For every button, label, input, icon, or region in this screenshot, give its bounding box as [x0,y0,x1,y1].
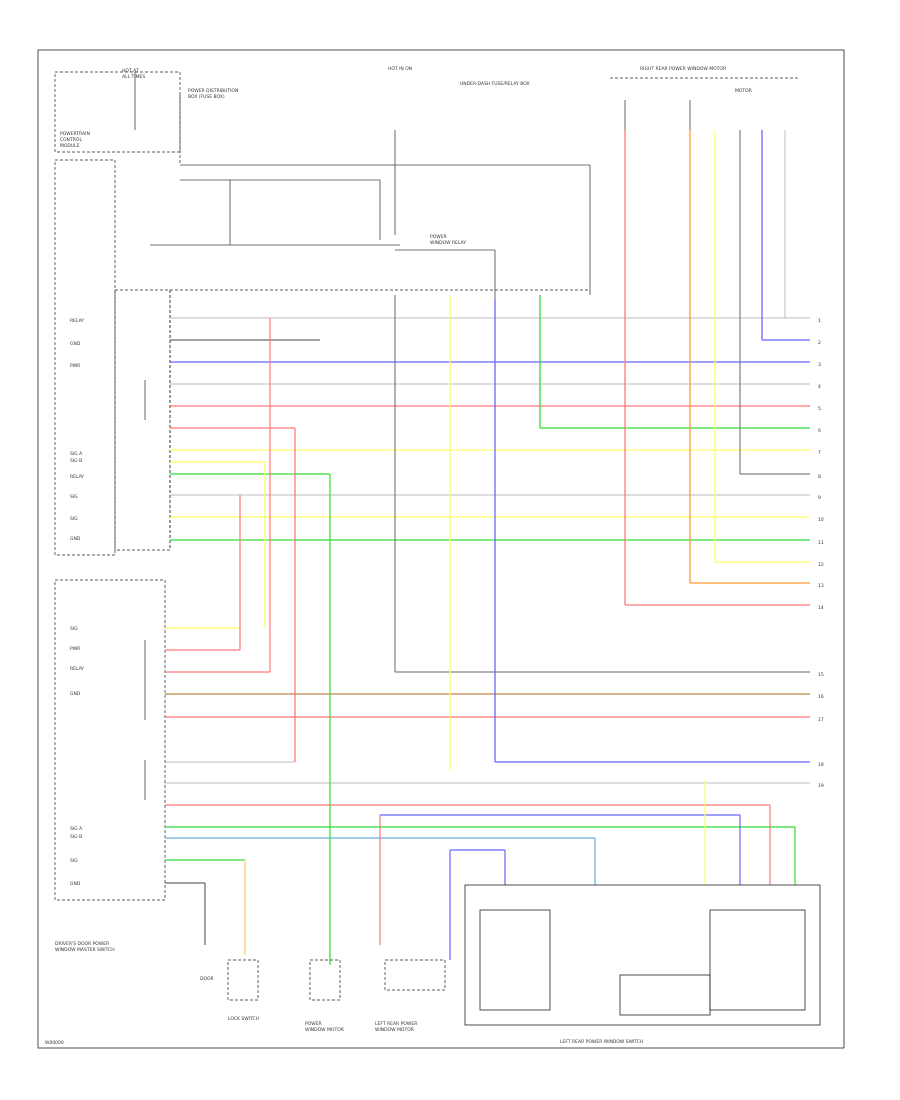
svg-text:19: 19 [818,783,824,789]
svg-text:GND: GND [70,691,81,697]
svg-text:RELAY: RELAY [70,318,84,324]
svg-text:ALL TIMES: ALL TIMES [122,74,145,80]
svg-text:11: 11 [818,540,824,546]
svg-text:3: 3 [818,362,821,368]
svg-text:SIG A: SIG A [70,826,83,832]
svg-text:DOOR: DOOR [200,976,214,982]
svg-text:DRIVER'S DOOR POWER: DRIVER'S DOOR POWER [55,941,109,947]
svg-text:LEFT REAR POWER: LEFT REAR POWER [375,1021,417,1027]
top-right-motor: RIGHT REAR POWER WINDOW MOTOR MOTOR [610,66,800,130]
svg-text:POWERTRAIN: POWERTRAIN [60,131,90,137]
svg-text:CONTROL: CONTROL [60,137,82,143]
svg-text:10: 10 [818,517,824,523]
svg-text:SIG B: SIG B [70,458,82,464]
svg-text:13: 13 [818,583,824,589]
lower-left-module: SIG PWR RELAY GND SIG A SIG B SIG GND DR… [54,579,166,953]
svg-text:PWR: PWR [70,646,80,652]
svg-text:UNDER-DASH FUSE/RELAY BOX: UNDER-DASH FUSE/RELAY BOX [460,81,530,87]
svg-text:GND: GND [70,536,81,542]
svg-text:15: 15 [818,672,824,678]
svg-text:LEFT REAR POWER WINDOW SWITCH: LEFT REAR POWER WINDOW SWITCH [560,1039,643,1045]
svg-text:HOT IN ON: HOT IN ON [388,66,412,72]
svg-text:HOT AT: HOT AT [122,68,139,74]
svg-text:LOCK SWITCH: LOCK SWITCH [228,1016,259,1022]
wire-bundle [165,317,810,884]
svg-text:5: 5 [818,406,821,412]
svg-text:SIG A: SIG A [70,451,83,457]
svg-text:MOTOR: MOTOR [735,88,752,94]
vertical-wires [204,130,810,965]
svg-text:17: 17 [818,717,824,723]
connector-numbers: 1 2 3 4 5 6 7 8 9 10 11 12 13 14 15 16 1… [818,318,824,789]
svg-text:SIG B: SIG B [70,834,82,840]
svg-text:1: 1 [818,318,821,324]
svg-text:14: 14 [818,605,824,611]
svg-text:GND: GND [70,341,81,347]
master-switch-module: RELAY GND PWR SIG A SIG B RELAY SIG SIG … [70,289,590,551]
svg-text:WINDOW RELAY: WINDOW RELAY [430,240,466,246]
svg-text:SIG: SIG [70,858,78,864]
svg-text:WINDOW MOTOR: WINDOW MOTOR [375,1027,414,1033]
svg-text:SIG: SIG [70,516,78,522]
svg-text:SIG: SIG [70,626,78,632]
svg-text:POWER: POWER [305,1021,322,1027]
footer-code: W00000 [45,1040,64,1046]
svg-text:18: 18 [818,762,824,768]
svg-text:RELAY: RELAY [70,666,84,672]
svg-text:POWER DISTRIBUTION: POWER DISTRIBUTION [188,88,238,94]
diagram-frame [37,49,845,1049]
svg-text:8: 8 [818,474,821,480]
svg-text:GND: GND [70,881,81,887]
bottom-components: DOOR LOCK SWITCH POWER WINDOW MOTOR LEFT… [200,884,821,1045]
svg-text:PWR: PWR [70,363,80,369]
svg-text:WINDOW MOTOR: WINDOW MOTOR [305,1027,344,1033]
svg-text:BOX (FUSE BOX): BOX (FUSE BOX) [188,94,225,100]
svg-text:7: 7 [818,450,821,456]
svg-text:RELAY: RELAY [70,474,84,480]
svg-text:SIG: SIG [70,494,78,500]
svg-text:9: 9 [818,495,821,501]
svg-text:12: 12 [818,562,824,568]
svg-text:MODULE: MODULE [60,143,80,149]
svg-text:4: 4 [818,384,821,390]
svg-text:6: 6 [818,428,821,434]
top-left-fuse-block: HOT AT ALL TIMES POWERTRAIN CONTROL MODU… [54,66,591,556]
svg-text:16: 16 [818,694,824,700]
svg-text:WINDOW MASTER SWITCH: WINDOW MASTER SWITCH [55,947,115,953]
svg-text:POWER: POWER [430,234,447,240]
svg-text:RIGHT REAR POWER WINDOW MOTOR: RIGHT REAR POWER WINDOW MOTOR [640,66,726,72]
svg-text:2: 2 [818,340,821,346]
